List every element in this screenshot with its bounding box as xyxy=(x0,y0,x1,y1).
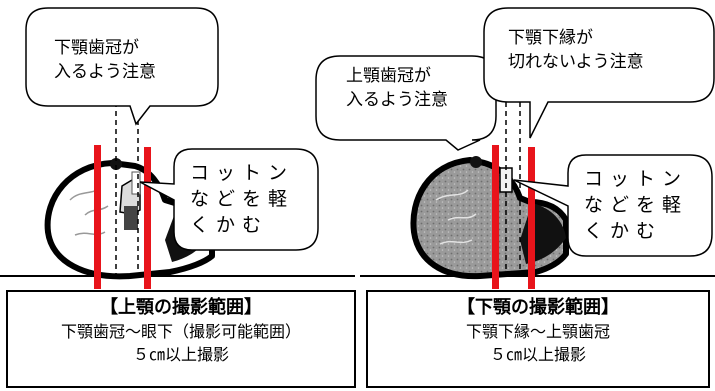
caption-box-lower: 【下顎の撮影範囲】 下顎下縁～上顎歯冠 ５㎝以上撮影 xyxy=(366,290,710,388)
cotton-bubble-right xyxy=(513,154,713,257)
range-line-lower-left xyxy=(144,147,151,289)
cotton-note-right: コットン などを軽 くかむ xyxy=(584,168,689,242)
caption-line1-upper: 下顎歯冠～眼下（撮影可能範囲） xyxy=(60,322,301,341)
range-line-lower-right xyxy=(528,147,535,289)
callout-bubble-right-2 xyxy=(483,7,715,139)
caption-title-lower: 【下顎の撮影範囲】 xyxy=(457,297,619,318)
range-line-upper-left xyxy=(94,145,101,289)
caption-line2-upper: ５㎝以上撮影 xyxy=(132,345,229,364)
caption-title-upper: 【上顎の撮影範囲】 xyxy=(100,297,262,318)
callout-text-right-1: 上顎歯冠が 入るよう注意 xyxy=(346,66,448,110)
callout-text-right-2: 下顎下縁が 切れないよう注意 xyxy=(508,28,644,72)
callout-bubble-left xyxy=(25,7,219,126)
caption-box-upper: 【上顎の撮影範囲】 下顎歯冠～眼下（撮影可能範囲） ５㎝以上撮影 xyxy=(6,290,356,388)
cotton-bubble-left xyxy=(139,148,319,251)
caption-line2-lower: ５㎝以上撮影 xyxy=(489,345,586,364)
callout-text-left: 下顎歯冠が 入るよう注意 xyxy=(54,38,156,82)
cotton-note-left: コットン などを軽 くかむ xyxy=(190,162,295,236)
skull-right xyxy=(410,156,569,280)
caption-line1-lower: 下顎下縁～上顎歯冠 xyxy=(465,322,610,341)
range-line-upper-right xyxy=(492,145,499,289)
